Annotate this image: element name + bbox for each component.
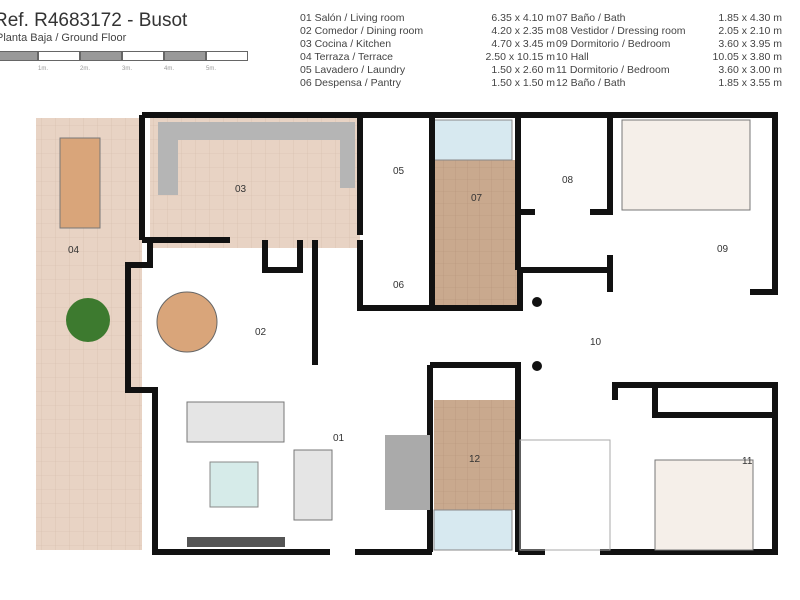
floor-subtitle: Planta Baja / Ground Floor [0, 32, 127, 44]
room-label-02: 02 [255, 327, 267, 338]
terrace-table [59, 137, 101, 229]
bed-11 [654, 459, 754, 551]
kitchen-island [385, 435, 430, 510]
room-label-12: 12 [469, 454, 481, 465]
room-name: 07 Baño / Bath [556, 12, 626, 24]
legend-row: 06 Despensa / Pantry 1.50 x 1.50 m [300, 77, 555, 90]
coffee-table [209, 461, 259, 508]
room-name: 11 Dormitorio / Bedroom [556, 64, 670, 76]
room-label-04: 04 [68, 245, 80, 256]
legend-row: 12 Baño / Bath 1.85 x 3.55 m [556, 77, 782, 90]
legend-row: 02 Comedor / Dining room 4.20 x 2.35 m [300, 25, 555, 38]
room-label-09: 09 [717, 244, 729, 255]
kitchen-counter [158, 122, 355, 195]
legend-row: 09 Dormitorio / Bedroom 3.60 x 3.95 m [556, 38, 782, 51]
room-dims: 3.60 x 3.00 m [718, 64, 782, 76]
legend-right: 07 Baño / Bath 1.85 x 4.30 m 08 Vestidor … [556, 12, 782, 90]
stairs [519, 439, 611, 551]
bath-07-floor [434, 160, 518, 305]
page-title: Ref. R4683172 - Busot [0, 10, 188, 31]
scale-bar [0, 51, 248, 61]
legend-row: 04 Terraza / Terrace 2.50 x 10.15 m [300, 51, 555, 64]
room-dims: 2.05 x 2.10 m [718, 25, 782, 37]
legend-row: 08 Vestidor / Dressing room 2.05 x 2.10 m [556, 25, 782, 38]
room-name: 05 Lavadero / Laundry [300, 64, 406, 76]
scale-bar-labels: 0 1m. 2m. 3m. 4m. 5m. [0, 66, 248, 72]
scale-label: 3m. [122, 66, 133, 72]
room-name: 02 Comedor / Dining room [300, 25, 424, 37]
room-dims: 4.20 x 2.35 m [491, 25, 555, 37]
room-name: 12 Baño / Bath [556, 77, 626, 89]
room-name: 03 Cocina / Kitchen [300, 38, 392, 50]
room-name: 06 Despensa / Pantry [300, 77, 401, 89]
room-dims: 10.05 x 3.80 m [712, 51, 782, 63]
legend-row: 05 Lavadero / Laundry 1.50 x 2.60 m [300, 64, 555, 77]
dining-table [156, 291, 218, 353]
legend-row: 11 Dormitorio / Bedroom 3.60 x 3.00 m [556, 64, 782, 77]
room-label-07: 07 [471, 193, 483, 204]
tv-unit [187, 537, 285, 547]
room-dims: 6.35 x 4.10 m [491, 12, 555, 24]
column [532, 297, 542, 307]
column [532, 361, 542, 371]
room-dims: 1.85 x 3.55 m [718, 77, 782, 89]
scale-label: 4m. [164, 66, 175, 72]
room-name: 01 Salón / Living room [300, 12, 405, 24]
bed-09 [621, 119, 751, 211]
room-name: 08 Vestidor / Dressing room [556, 25, 686, 37]
room-label-03: 03 [235, 184, 247, 195]
room-dims: 1.50 x 1.50 m [491, 77, 555, 89]
legend-row: 07 Baño / Bath 1.85 x 4.30 m [556, 12, 782, 25]
sofa [186, 401, 285, 443]
room-label-01: 01 [333, 433, 345, 444]
room-label-10: 10 [590, 337, 602, 348]
legend-row: 03 Cocina / Kitchen 4.70 x 3.45 m [300, 38, 555, 51]
room-dims: 4.70 x 3.45 m [491, 38, 555, 50]
room-dims: 1.50 x 2.60 m [491, 64, 555, 76]
armchair [293, 449, 333, 521]
scale-label: 2m. [80, 66, 91, 72]
room-label-08: 08 [562, 175, 574, 186]
room-dims: 3.60 x 3.95 m [718, 38, 782, 50]
legend-row: 10 Hall 10.05 x 3.80 m [556, 51, 782, 64]
room-dims: 2.50 x 10.15 m [485, 51, 555, 63]
room-label-05: 05 [393, 166, 405, 177]
room-dims: 1.85 x 4.30 m [718, 12, 782, 24]
palm-plant [66, 298, 110, 342]
room-name: 09 Dormitorio / Bedroom [556, 38, 671, 50]
legend-left: 01 Salón / Living room 6.35 x 4.10 m 02 C… [300, 12, 555, 90]
room-name: 04 Terraza / Terrace [300, 51, 393, 63]
scale-label: 1m. [38, 66, 49, 72]
bath-12-floor [434, 400, 518, 510]
room-label-11: 11 [742, 456, 753, 467]
shower-12 [433, 509, 513, 551]
legend-row: 01 Salón / Living room 6.35 x 4.10 m [300, 12, 555, 25]
room-name: 10 Hall [556, 51, 589, 63]
shower-07 [433, 119, 513, 161]
scale-label: 5m. [206, 66, 217, 72]
room-label-06: 06 [393, 280, 405, 291]
